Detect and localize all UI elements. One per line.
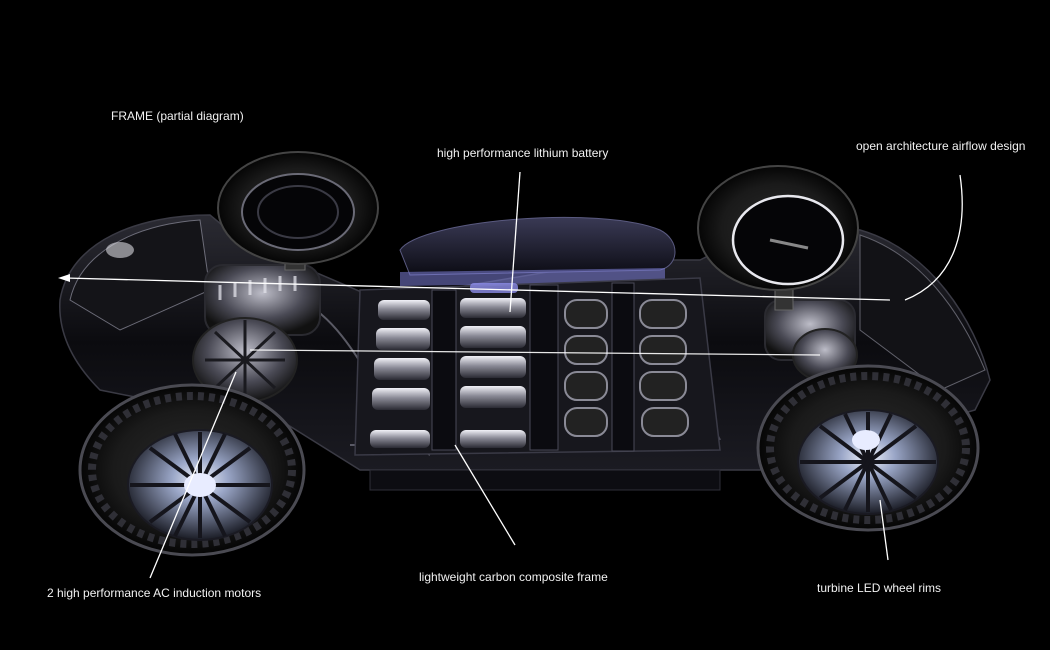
rims-leader — [879, 499, 889, 561]
frame-leader — [454, 444, 516, 546]
callout-airflow: open architecture airflow design — [856, 139, 1026, 153]
midline — [249, 349, 821, 356]
callout-frame: lightweight carbon composite frame — [419, 570, 608, 584]
airflow-leader — [904, 174, 963, 301]
callout-battery: high performance lithium battery — [437, 146, 609, 160]
callout-motors: 2 high performance AC induction motors — [47, 586, 262, 600]
motors-leader — [149, 371, 237, 579]
axis-arrowhead — [58, 274, 70, 282]
wheel-rear-top — [697, 165, 859, 291]
wheel-rear-bottom — [756, 364, 980, 532]
battery-leader — [509, 171, 521, 313]
wheel-front-bottom — [78, 383, 306, 557]
battery-pack — [354, 216, 721, 456]
battery-cells-left — [370, 283, 526, 448]
callout-rims: turbine LED wheel rims — [817, 581, 942, 595]
wheel-front-top — [217, 151, 379, 265]
battery-cells-right — [564, 299, 689, 437]
diagram-title: FRAME (partial diagram) — [111, 109, 244, 123]
leader-lines — [58, 171, 963, 579]
axis-line — [64, 277, 891, 301]
